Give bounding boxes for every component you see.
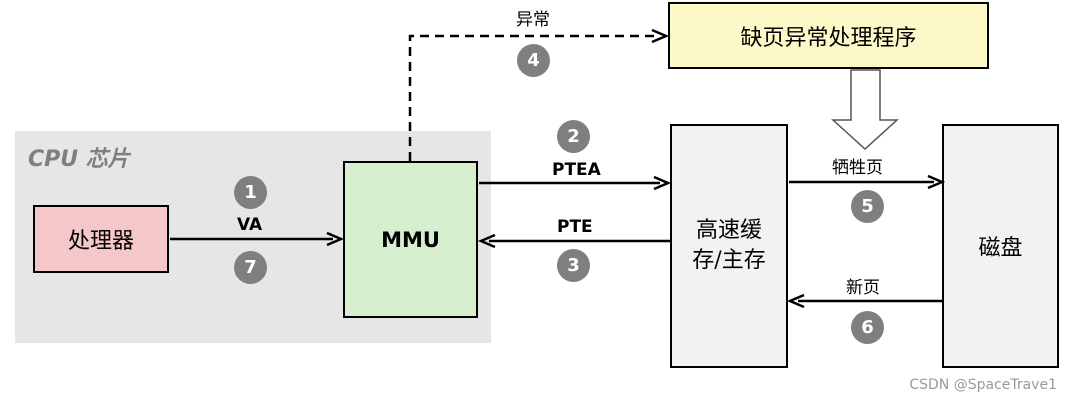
page-fault-handler-label: 缺页异常处理程序 <box>740 25 917 51</box>
cpu-chip-label: CPU 芯片 <box>28 147 130 172</box>
step-badge-1: 1 <box>234 176 267 209</box>
step-badge-7: 7 <box>234 251 267 284</box>
new-page-label: 新页 <box>846 278 880 298</box>
exception-arrow <box>408 34 658 161</box>
step-badge-3: 3 <box>557 249 590 282</box>
mmu-label: MMU <box>381 227 440 252</box>
pte-label: PTE <box>557 217 593 237</box>
cache-memory-node: 高速缓 存/主存 <box>670 124 788 368</box>
page-fault-handler-node: 缺页异常处理程序 <box>668 2 989 69</box>
step-badge-4: 4 <box>517 44 550 77</box>
cache-memory-label: 高速缓 存/主存 <box>692 218 766 273</box>
exception-label: 异常 <box>516 10 550 30</box>
processor-node: 处理器 <box>33 205 169 273</box>
processor-label: 处理器 <box>67 229 134 254</box>
ptea-arrowhead <box>653 175 672 191</box>
va-label: VA <box>237 215 263 235</box>
va-arrowhead <box>326 231 345 247</box>
watermark: CSDN @SpaceTrave1 <box>909 377 1057 393</box>
disk-node: 磁盘 <box>942 124 1059 368</box>
disk-label: 磁盘 <box>978 236 1023 261</box>
step-badge-2: 2 <box>557 120 590 153</box>
step-badge-5: 5 <box>851 190 884 223</box>
victim-page-label: 牺牲页 <box>832 158 883 178</box>
pte-arrowhead <box>477 233 496 249</box>
mmu-node: MMU <box>343 161 478 318</box>
handler-hollow-arrow <box>831 69 899 151</box>
step-badge-6: 6 <box>851 311 884 344</box>
exception-arrowhead <box>651 28 670 44</box>
ptea-label: PTEA <box>552 160 601 180</box>
new-page-arrowhead <box>786 293 805 309</box>
victim-page-arrowhead <box>927 174 946 190</box>
